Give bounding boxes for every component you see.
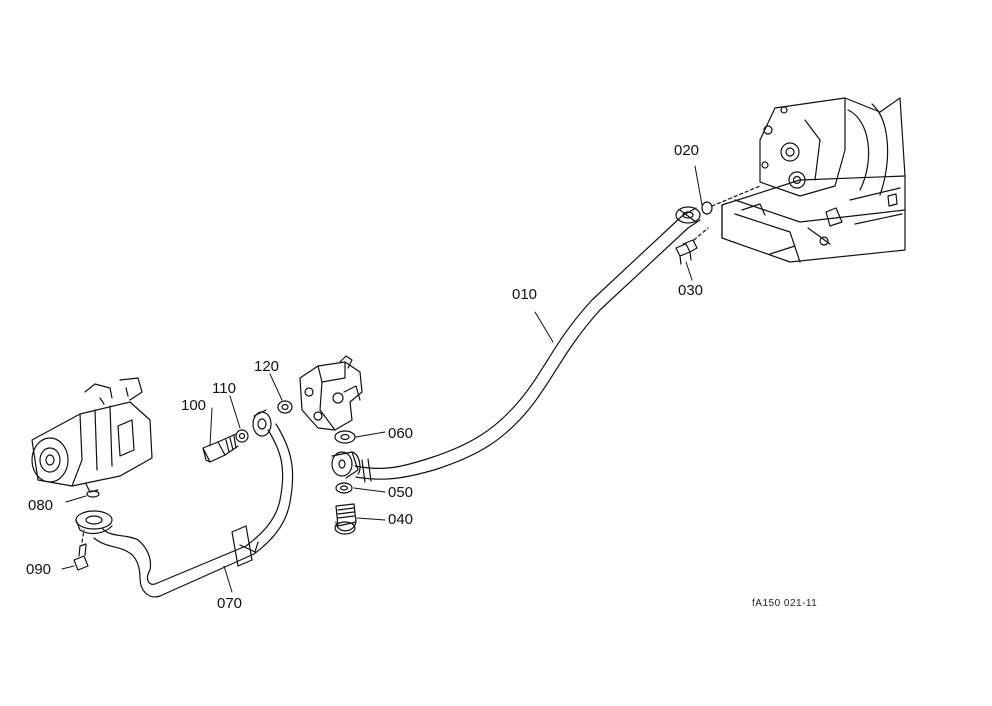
label-090: 090 bbox=[26, 561, 52, 578]
leader-lines bbox=[62, 166, 702, 592]
drawing-code: fA150 021-11 bbox=[752, 598, 818, 609]
label-070: 070 bbox=[217, 595, 243, 612]
label-050: 050 bbox=[388, 484, 414, 501]
label-020: 020 bbox=[674, 142, 700, 159]
washer-120 bbox=[278, 401, 292, 413]
pipe-070 bbox=[76, 410, 293, 597]
label-120: 120 bbox=[254, 358, 280, 375]
bolt-090 bbox=[74, 530, 88, 570]
pipe-010 bbox=[355, 207, 700, 482]
label-100: 100 bbox=[181, 397, 207, 414]
label-110: 110 bbox=[212, 380, 236, 397]
washer-060 bbox=[335, 431, 355, 443]
label-030: 030 bbox=[678, 282, 704, 299]
valve-block bbox=[300, 356, 362, 430]
bolt-030 bbox=[676, 228, 708, 264]
label-040: 040 bbox=[388, 511, 414, 528]
washer-110 bbox=[236, 430, 248, 442]
label-060: 060 bbox=[388, 425, 414, 442]
washer-050 bbox=[336, 483, 352, 493]
bolt-100 bbox=[203, 434, 238, 462]
hydraulic-pump bbox=[32, 378, 152, 492]
banjo-fitting bbox=[332, 452, 360, 478]
transmission-housing bbox=[722, 98, 905, 262]
o-ring-080 bbox=[87, 491, 99, 497]
bolt-040 bbox=[335, 504, 356, 534]
label-010: 010 bbox=[512, 286, 538, 303]
o-ring-020 bbox=[702, 186, 760, 214]
label-080: 080 bbox=[28, 497, 54, 514]
